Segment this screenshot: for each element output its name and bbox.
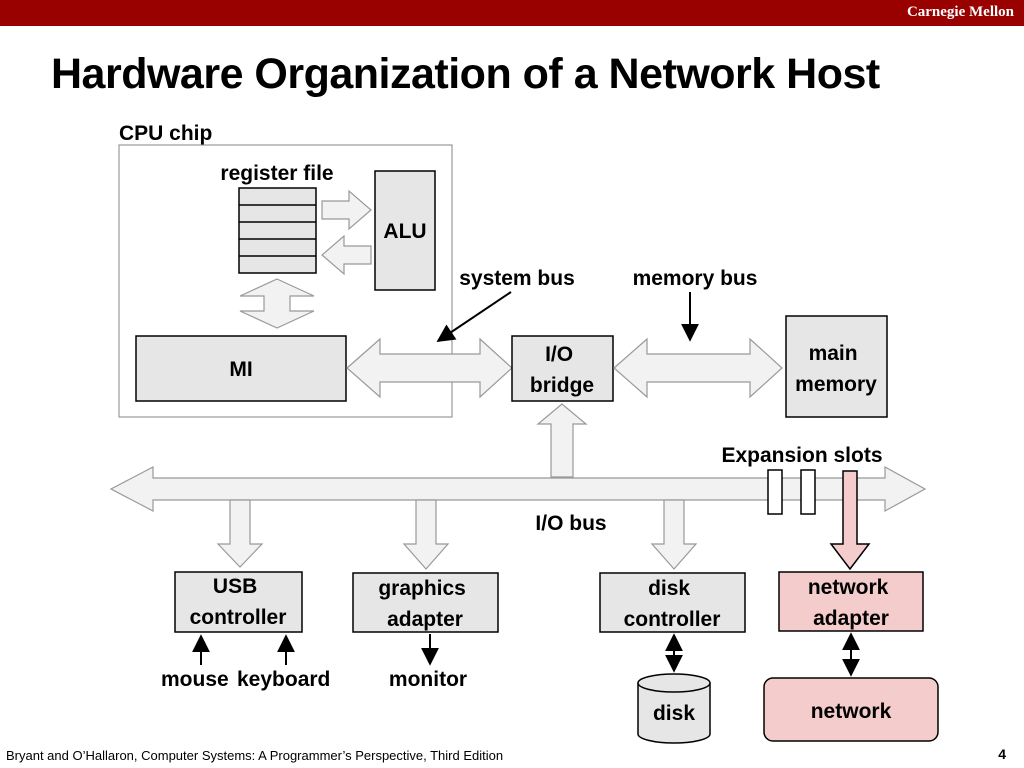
disk-controller-box <box>599 572 746 633</box>
io-bridge-line-1: I/O <box>545 343 573 366</box>
brand-bar: Carnegie Mellon <box>0 0 1024 26</box>
expansion-to-network-arrow <box>829 470 871 571</box>
usb-controller-line-2: controller <box>190 606 287 629</box>
monitor-label: monitor <box>389 668 467 691</box>
system-bus-pointer <box>436 291 512 343</box>
bridge-to-io-bus-connector <box>536 403 588 478</box>
io-bus-label: I/O bus <box>535 512 606 535</box>
citation: Bryant and O’Hallaron, Computer Systems:… <box>6 748 504 763</box>
io-bus <box>109 465 927 513</box>
graphics-adapter-line-2: adapter <box>387 608 463 631</box>
alu-to-register-arrow <box>321 234 372 276</box>
register-to-alu-arrow <box>321 189 372 231</box>
memory-bus-label: memory bus <box>633 267 758 290</box>
memory-bus-arrow <box>613 337 783 399</box>
alu-box <box>374 170 436 291</box>
page-title: Hardware Organization of a Network Host <box>51 50 880 98</box>
mouse-label: mouse <box>161 668 229 691</box>
main-memory-label: main memory <box>795 342 877 396</box>
page-number: 4 <box>998 746 1006 762</box>
mi-box <box>135 335 347 402</box>
usb-controller-box <box>174 571 303 633</box>
cpu-chip-label: CPU chip <box>119 122 212 145</box>
disk-controller-label: disk controller <box>624 577 721 631</box>
io-bus-to-graphics-arrow <box>402 499 450 570</box>
io-bus-to-disk-arrow <box>650 499 698 570</box>
network-box <box>763 677 939 742</box>
io-bus-to-usb-arrow <box>216 499 264 568</box>
network-adapter-label: network adapter <box>808 576 894 630</box>
register-mi-arrow <box>239 278 315 329</box>
expansion-slot-1 <box>767 469 783 515</box>
disk-label: disk <box>653 702 695 725</box>
disk-cylinder <box>637 673 711 744</box>
register-file <box>238 187 317 274</box>
alu-label: ALU <box>383 220 426 243</box>
network-adapter-box <box>778 571 924 632</box>
main-memory-line-1: main <box>809 342 858 365</box>
register-file-label: register file <box>220 162 333 185</box>
mi-label: MI <box>229 358 252 381</box>
io-bridge-box <box>511 335 614 402</box>
expansion-slot-2 <box>800 469 816 515</box>
usb-controller-line-1: USB <box>213 575 257 598</box>
usb-controller-label: USB controller <box>190 575 287 629</box>
network-adapter-line-1: network <box>808 576 889 599</box>
brand-name: Carnegie Mellon <box>906 4 1014 20</box>
disk-controller-line-2: controller <box>624 608 721 631</box>
io-bridge-line-2: bridge <box>530 374 594 397</box>
io-bridge-label: I/O bridge <box>530 343 594 397</box>
system-bus-label: system bus <box>459 267 575 290</box>
network-label: network <box>811 700 892 723</box>
graphics-adapter-label: graphics adapter <box>378 577 471 631</box>
graphics-adapter-line-1: graphics <box>378 577 466 600</box>
network-adapter-line-2: adapter <box>813 607 889 630</box>
main-memory-box <box>785 315 888 418</box>
keyboard-label: keyboard <box>237 668 330 691</box>
main-memory-line-2: memory <box>795 373 877 396</box>
disk-controller-line-1: disk <box>648 577 690 600</box>
graphics-adapter-box <box>352 572 499 633</box>
expansion-slots-label: Expansion slots <box>721 444 882 467</box>
